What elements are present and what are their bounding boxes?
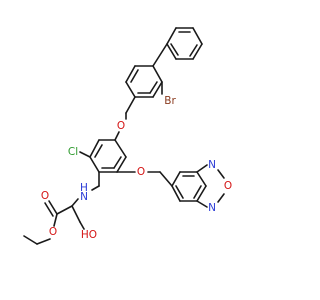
biaryl-bond xyxy=(152,43,168,67)
chemical-structure: Br Cl O O H N O O HO N O N xyxy=(23,27,232,245)
bromine-label: Br xyxy=(164,95,176,107)
oxygen-label-carbonyl: O xyxy=(41,190,49,202)
oxygen-label-oxadiazole: O xyxy=(224,180,232,192)
nitrogen-label-amine: N xyxy=(80,191,88,203)
bromophenyl-ring xyxy=(125,65,163,98)
hydroxyl-label: HO xyxy=(81,229,97,241)
oxygen-label-ether-right: O xyxy=(137,166,145,178)
central-ring xyxy=(89,139,127,173)
nitrogen-label-oxadiazole-top: N xyxy=(208,159,216,171)
atom-labels: Br Cl O O H N O O HO N O N xyxy=(41,95,232,241)
benzoxadiazole xyxy=(171,164,225,208)
hydrogen-label-amine: H xyxy=(80,182,88,194)
oxygen-label-ester: O xyxy=(49,226,57,238)
oxygen-label-ether-top: O xyxy=(117,120,125,132)
phenyl-ring xyxy=(166,27,203,60)
nitrogen-label-oxadiazole-bottom: N xyxy=(208,202,216,214)
chlorine-label: Cl xyxy=(68,146,78,158)
